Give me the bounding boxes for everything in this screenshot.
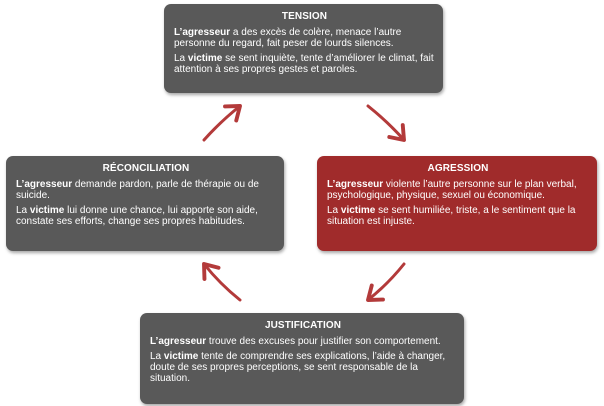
tension-title: TENSION [281,11,328,22]
victim-description: lui donne une chance, lui apporte son ai… [16,205,258,227]
justification-box: JUSTIFICATION L’agresseur trouve des exc… [140,313,464,404]
reconciliation-title: RÉCONCILIATION [102,163,190,174]
victim-label: victime [29,205,65,216]
justification-aggressor-text: L’agresseur trouve des excuses pour just… [150,336,456,347]
agression-title: AGRESSION [427,163,489,174]
agression-box: AGRESSION L’agresseur violente l’autre p… [317,156,597,251]
reconciliation-aggressor-text: L’agresseur demande pardon, parle de thé… [16,179,276,201]
victim-label: victime [163,351,199,362]
arrow-agression-to-justification-icon [366,262,406,302]
victim-description: se sent inquiète, tente d’améliorer le c… [174,53,434,75]
arrow-tension-to-agression-icon [366,104,406,142]
aggressor-description: violente l’autre personne sur le plan ve… [327,179,577,201]
tension-aggressor-text: L’agresseur a des excès de colère, menac… [174,27,435,49]
tension-victim-text: La victime se sent inquiète, tente d’amé… [174,53,435,75]
victim-label: victime [187,53,223,64]
victim-description: se sent humiliée, triste, a le sentiment… [327,205,576,227]
reconciliation-victim-text: La victime lui donne une chance, lui app… [16,205,276,227]
aggressor-label: L’agresseur [16,179,73,190]
victim-description: tente de comprendre ses explications, l’… [150,351,446,384]
victim-label: victime [340,205,376,216]
victim-prefix: La [16,205,30,216]
justification-title: JUSTIFICATION [264,320,342,331]
victim-prefix: La [327,205,341,216]
arrow-justification-to-reconciliation-icon [202,262,242,302]
aggressor-description: demande pardon, parle de thérapie ou de … [16,179,259,201]
aggressor-label: L’agresseur [150,336,207,347]
justification-victim-text: La victime tente de comprendre ses expli… [150,351,456,384]
reconciliation-box: RÉCONCILIATION L’agresseur demande pardo… [6,156,284,251]
tension-box: TENSION L’agresseur a des excès de colèr… [164,4,443,93]
aggressor-description: a des excès de colère, menace l’autre pe… [174,27,402,49]
aggressor-description: trouve des excuses pour justifier son co… [206,336,441,347]
victim-prefix: La [174,53,188,64]
aggressor-label: L’agresseur [327,179,384,190]
aggressor-label: L’agresseur [174,27,231,38]
arrow-reconciliation-to-tension-icon [202,104,242,142]
agression-victim-text: La victime se sent humiliée, triste, a l… [327,205,589,227]
agression-aggressor-text: L’agresseur violente l’autre personne su… [327,179,589,201]
victim-prefix: La [150,351,164,362]
